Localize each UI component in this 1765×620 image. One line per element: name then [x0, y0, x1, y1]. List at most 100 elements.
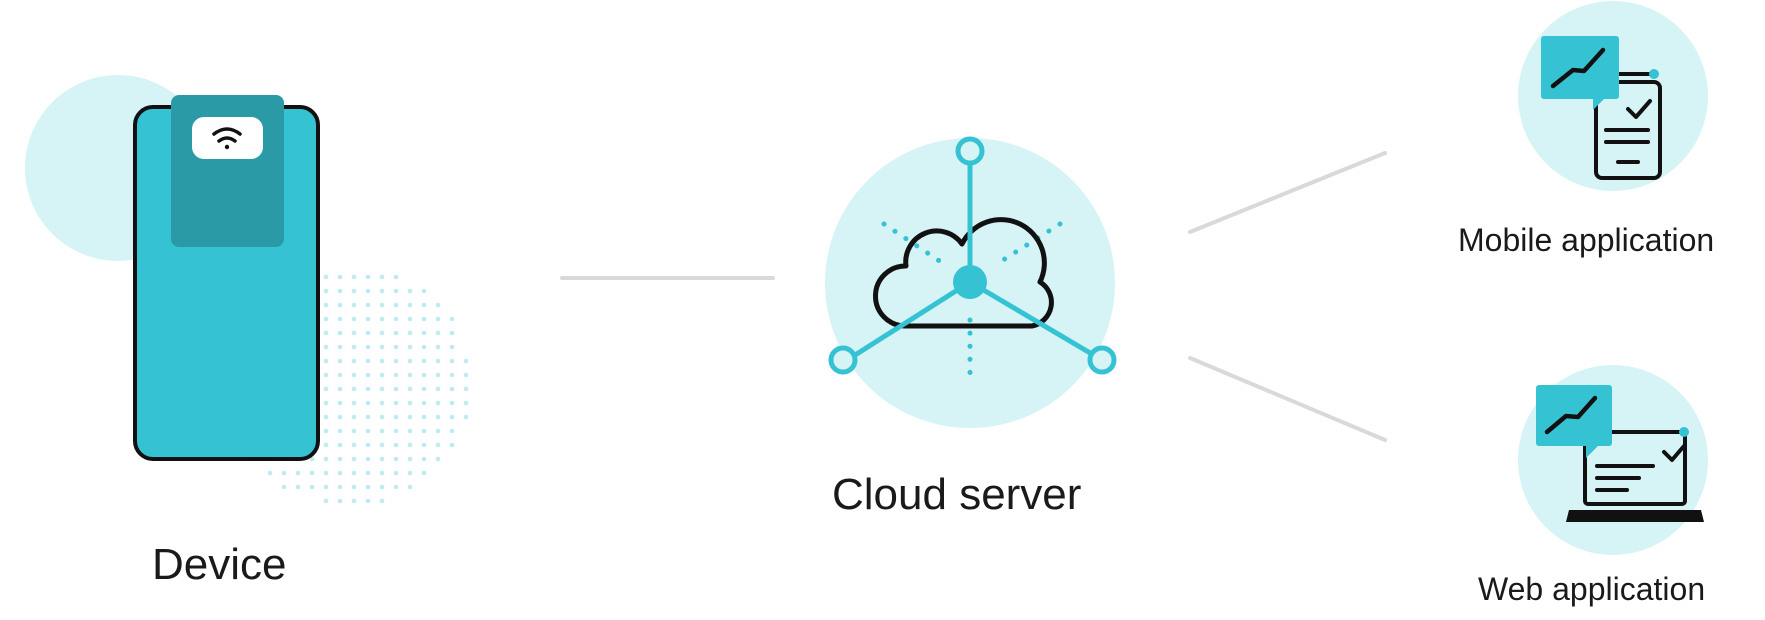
pattern-dot	[393, 330, 399, 336]
pattern-dot	[365, 344, 371, 350]
pattern-dot	[323, 302, 329, 308]
pattern-dot	[365, 288, 371, 294]
pattern-dot	[449, 414, 455, 420]
pattern-dot	[407, 316, 413, 322]
pattern-dot	[337, 302, 343, 308]
mobile-application-label: Mobile application	[1458, 222, 1715, 258]
pattern-dot	[407, 288, 413, 294]
device-icon	[25, 75, 469, 504]
pattern-dot	[379, 442, 385, 448]
pattern-dot	[365, 414, 371, 420]
chart-bubble	[1541, 36, 1619, 110]
pattern-dot	[379, 358, 385, 364]
pattern-dot	[337, 442, 343, 448]
pattern-dot	[351, 316, 357, 322]
pattern-dot	[267, 470, 273, 476]
pattern-dot	[309, 484, 315, 490]
pattern-dot	[323, 372, 329, 378]
pattern-dot	[337, 428, 343, 434]
pattern-dot	[351, 344, 357, 350]
connectors	[560, 151, 1387, 442]
pattern-dot	[337, 470, 343, 476]
pattern-dot	[421, 316, 427, 322]
pattern-dot	[393, 316, 399, 322]
pattern-dot	[407, 470, 413, 476]
pattern-dot	[351, 414, 357, 420]
check-mark	[1626, 99, 1652, 119]
pattern-dot	[365, 330, 371, 336]
pattern-dot	[295, 470, 301, 476]
pattern-dot	[407, 358, 413, 364]
pattern-dot	[449, 386, 455, 392]
pattern-dot	[407, 456, 413, 462]
pattern-dot	[337, 330, 343, 336]
pattern-dot	[337, 372, 343, 378]
pattern-dot	[351, 456, 357, 462]
pattern-dot	[435, 386, 441, 392]
pattern-dot	[365, 358, 371, 364]
pattern-dot	[393, 288, 399, 294]
pattern-dot	[435, 302, 441, 308]
laptop-base	[1566, 510, 1704, 522]
pattern-dot	[323, 330, 329, 336]
pattern-dot	[337, 358, 343, 364]
pattern-dot	[449, 428, 455, 434]
pattern-dot	[421, 414, 427, 420]
pattern-dot	[435, 330, 441, 336]
pattern-dot	[421, 372, 427, 378]
cloud-network-icon	[825, 136, 1117, 428]
pattern-dot	[351, 428, 357, 434]
pattern-dot	[323, 442, 329, 448]
pattern-dot	[365, 316, 371, 322]
pattern-dot	[323, 288, 329, 294]
pattern-dot	[365, 302, 371, 308]
pattern-dot	[449, 330, 455, 336]
pattern-dot	[337, 274, 343, 280]
pattern-dot	[365, 386, 371, 392]
pattern-dot	[463, 414, 469, 420]
pattern-dot	[351, 302, 357, 308]
pattern-dot	[393, 302, 399, 308]
pattern-dot	[379, 470, 385, 476]
pattern-dot	[421, 456, 427, 462]
pattern-dot	[351, 274, 357, 280]
pattern-dot	[379, 498, 385, 504]
pattern-dot	[337, 456, 343, 462]
pattern-dot	[407, 386, 413, 392]
pattern-dot	[323, 456, 329, 462]
pattern-dot	[379, 428, 385, 434]
pattern-dot	[435, 414, 441, 420]
pattern-dot	[365, 484, 371, 490]
pattern-dot	[323, 344, 329, 350]
dotted-rays	[881, 221, 1063, 383]
pattern-dot	[351, 386, 357, 392]
pattern-dot	[281, 470, 287, 476]
pattern-dot	[407, 330, 413, 336]
pattern-dot	[323, 386, 329, 392]
pattern-dot	[421, 386, 427, 392]
pattern-dot	[393, 358, 399, 364]
pattern-dot	[435, 400, 441, 406]
pattern-dot	[463, 386, 469, 392]
pattern-dot	[337, 386, 343, 392]
check-mark	[1662, 444, 1686, 462]
web-application-label: Web application	[1478, 571, 1706, 607]
pattern-dot	[351, 330, 357, 336]
pattern-dot	[323, 316, 329, 322]
pattern-dot	[337, 414, 343, 420]
pattern-dot	[407, 344, 413, 350]
connector-cloud-mobile	[1188, 151, 1387, 234]
pattern-dot	[435, 456, 441, 462]
pattern-dot	[435, 372, 441, 378]
pattern-dot	[365, 456, 371, 462]
device-label: Device	[152, 540, 287, 589]
pattern-dot	[351, 400, 357, 406]
pattern-dot	[407, 442, 413, 448]
pattern-dot	[449, 400, 455, 406]
pattern-dot	[449, 316, 455, 322]
pattern-dot	[379, 344, 385, 350]
pattern-dot	[421, 302, 427, 308]
pattern-dot	[393, 470, 399, 476]
